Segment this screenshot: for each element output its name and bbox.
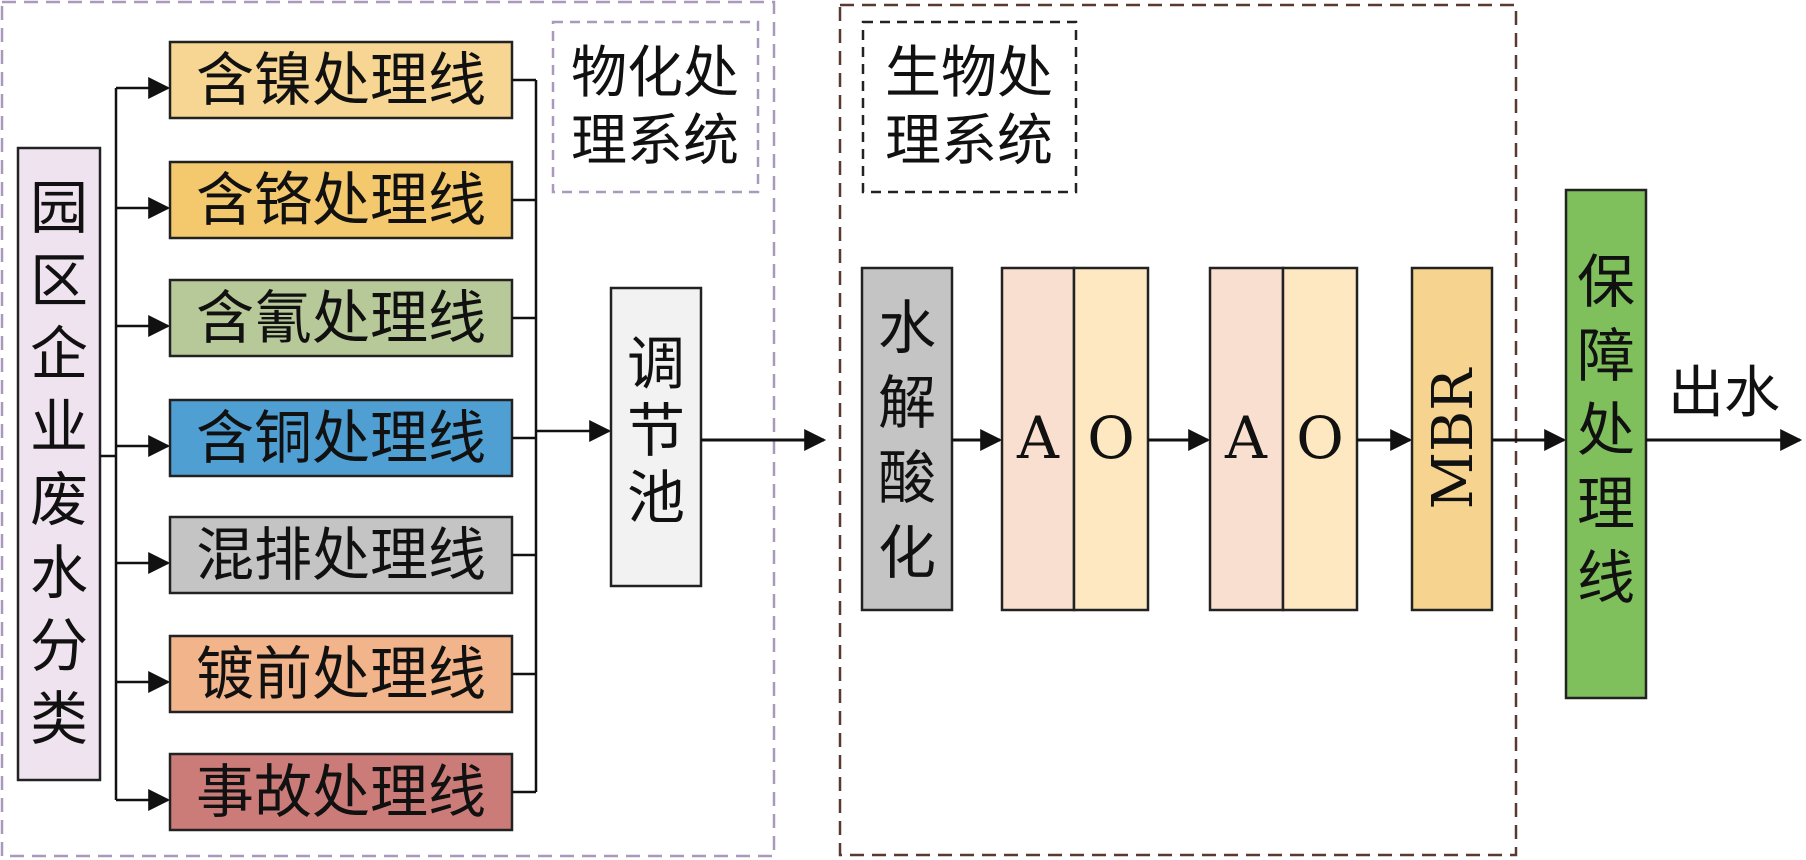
adjustment-tank-label: 调节池 [627, 330, 685, 532]
source-box [16, 146, 102, 782]
source-label-char: 企 [30, 320, 88, 388]
physchem-title-line1: 物化处 [571, 41, 739, 106]
distribution-connectors [100, 77, 171, 811]
treatment-line-label: 镀前处理线 [196, 640, 486, 708]
tank-label-char: 节 [627, 397, 685, 465]
treatment-line-box [168, 634, 514, 714]
guarantee-label-char: 理 [1577, 470, 1635, 538]
bio-title-frame [861, 20, 1078, 194]
hydrolysis-label-char: 酸 [878, 444, 936, 512]
source-label-char: 废 [30, 466, 88, 534]
ao2-a-label: A [1224, 404, 1268, 472]
collector-connectors [512, 78, 612, 794]
source-label-char: 园 [30, 174, 88, 242]
guarantee-box [1564, 188, 1648, 700]
source-label-char: 类 [30, 685, 88, 753]
treatment-line-box [168, 278, 514, 358]
tank-label-char: 池 [627, 464, 685, 532]
bio-system-frame [838, 3, 1518, 857]
ao2-o-box [1281, 266, 1359, 612]
guarantee-label-char: 处 [1577, 396, 1635, 464]
mbr-label: MBR [1421, 367, 1486, 509]
source-label-char: 业 [30, 393, 88, 461]
physchem-title-line2: 理系统 [571, 109, 739, 174]
physchem-system-frame [0, 0, 776, 858]
hydrolysis-label-char: 解 [878, 369, 936, 437]
source-label-char: 水 [30, 539, 88, 607]
bio-title-line2: 理系统 [885, 109, 1053, 174]
ao1-a-label: A [1016, 404, 1060, 472]
ao1-o-label: O [1087, 404, 1135, 472]
treatment-line-box [168, 752, 514, 832]
outlet-label: 出水 [1668, 361, 1780, 426]
hydrolysis-label-char: 化 [878, 519, 936, 587]
guarantee-label-char: 障 [1577, 322, 1635, 390]
treatment-line-label: 含铬处理线 [196, 166, 486, 234]
treatment-line-label: 混排处理线 [196, 521, 486, 589]
ao2-a-box [1208, 266, 1285, 612]
guarantee-label-char: 线 [1577, 544, 1635, 612]
ao1-a-box [1000, 266, 1076, 612]
treatment-line-label: 事故处理线 [196, 758, 486, 826]
treatment-line-label: 含铜处理线 [196, 404, 486, 472]
hydrolysis-label-char: 水 [878, 294, 936, 362]
treatment-line-box [168, 40, 514, 120]
treatment-line-box [168, 515, 514, 595]
adjustment-tank-box [609, 286, 703, 588]
treatment-line-label: 含镍处理线 [196, 46, 486, 114]
treatment-line-label: 含氰处理线 [196, 284, 486, 352]
physchem-title-frame [551, 20, 760, 194]
treatment-line-box [168, 160, 514, 240]
bio-title-line1: 生物处 [885, 41, 1053, 106]
treatment-line-box [168, 398, 514, 478]
guarantee-label-char: 保 [1577, 248, 1635, 316]
tank-label-char: 调 [627, 330, 685, 398]
source-label-char: 分 [30, 612, 88, 680]
hydrolysis-box [860, 266, 954, 612]
ao2-o-label: O [1296, 404, 1344, 472]
source-label-char: 区 [30, 247, 88, 315]
